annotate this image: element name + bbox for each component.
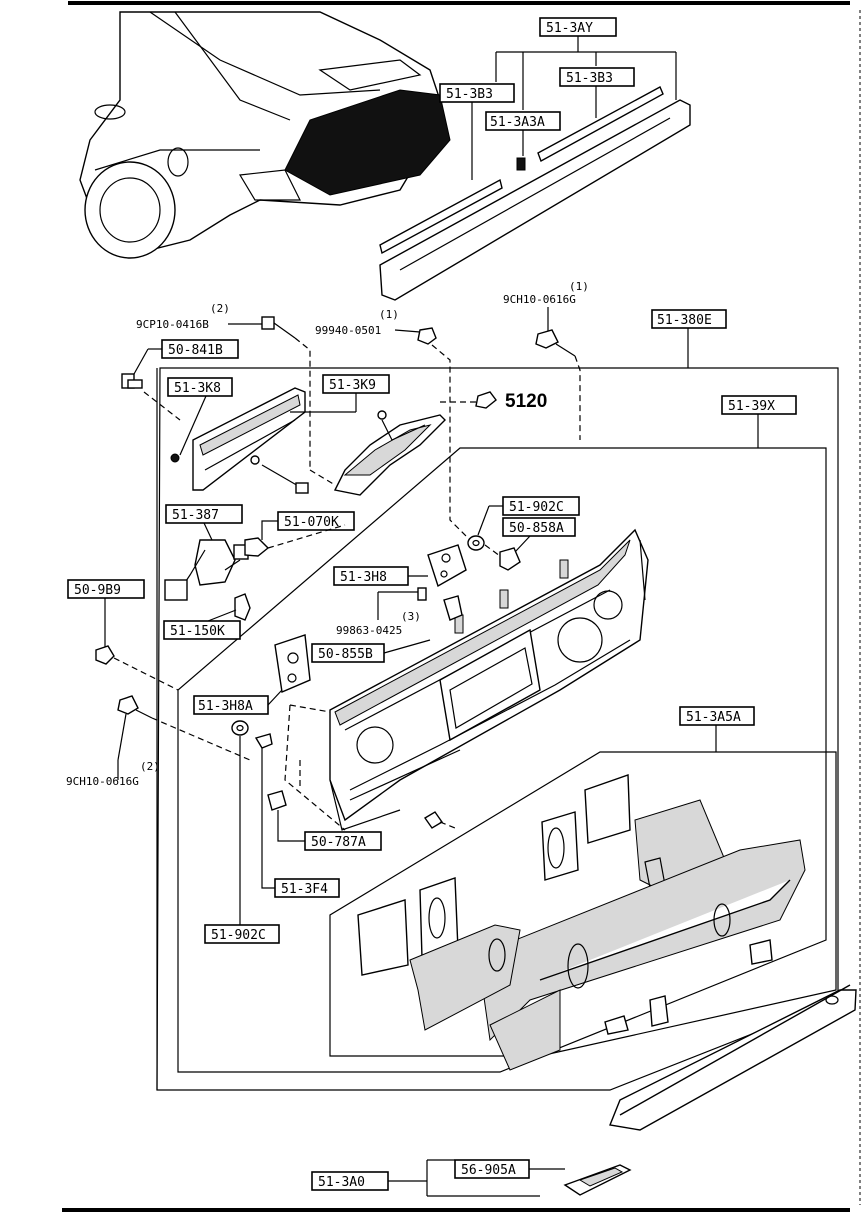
- label-51-3A3A[interactable]: 51-3A3A: [485, 111, 561, 131]
- lamp-socket-harness: [164, 539, 249, 601]
- svg-text:50-787A: 50-787A: [311, 835, 366, 850]
- label-51-3K8[interactable]: 51-3K8: [167, 377, 233, 397]
- clip-icon: [121, 373, 143, 389]
- svg-text:51-3B3: 51-3B3: [566, 71, 613, 86]
- svg-text:50-9B9: 50-9B9: [74, 583, 121, 598]
- label-51-3K9[interactable]: 51-3K9: [322, 374, 390, 394]
- washer-icon: [467, 535, 485, 551]
- tailgate-panel-highlight: [284, 89, 451, 196]
- svg-text:51-902C: 51-902C: [509, 500, 564, 515]
- lower-garnish: [563, 939, 857, 1196]
- svg-text:51-3B3: 51-3B3: [446, 87, 493, 102]
- svg-text:50-855B: 50-855B: [318, 647, 373, 662]
- qty-9CH10-0616G-left: (2): [140, 760, 160, 773]
- svg-text:51-3H8: 51-3H8: [340, 570, 387, 585]
- flange-bolt-icon-2: [117, 695, 153, 719]
- label-51-39X[interactable]: 51-39X: [721, 395, 797, 415]
- part-9CP10-0416B[interactable]: 9CP10-0416B: [136, 318, 209, 331]
- label-50-841B[interactable]: 50-841B: [161, 339, 239, 359]
- bracket-icon: [443, 595, 463, 621]
- label-51-3B3-right[interactable]: 51-3B3: [559, 67, 635, 87]
- part-9CH10-0616G-top[interactable]: 9CH10-0616G: [503, 293, 576, 306]
- tailgate-inner-panel: [329, 528, 649, 831]
- gasket-51-3H8A: [274, 634, 311, 694]
- svg-text:51-3K8: 51-3K8: [174, 381, 221, 396]
- svg-text:51-150K: 51-150K: [170, 624, 225, 639]
- label-51-380E[interactable]: 51-380E: [651, 309, 727, 329]
- label-51-3A5A[interactable]: 51-3A5A: [679, 706, 755, 726]
- label-50-9B9[interactable]: 50-9B9: [67, 579, 145, 599]
- label-51-150K[interactable]: 51-150K: [163, 620, 241, 640]
- svg-text:56-905A: 56-905A: [461, 1163, 516, 1178]
- label-50-787A[interactable]: 50-787A: [304, 831, 382, 851]
- screw-icon: [417, 587, 427, 601]
- svg-text:51-3A5A: 51-3A5A: [686, 710, 741, 725]
- trim-panels: [357, 774, 806, 1071]
- label-51-387[interactable]: 51-387: [165, 504, 243, 524]
- label-56-905A[interactable]: 56-905A: [454, 1159, 530, 1179]
- clip-icon-3: [254, 733, 273, 760]
- svg-text:51-3AY: 51-3AY: [546, 21, 593, 36]
- qty-99940-0501: (1): [379, 308, 399, 321]
- nut-icon: [417, 327, 437, 345]
- reference-5120[interactable]: 5120: [440, 391, 547, 412]
- grommet-icon: [423, 811, 444, 829]
- svg-text:51-3K9: 51-3K9: [329, 378, 376, 393]
- svg-text:51-902C: 51-902C: [211, 928, 266, 943]
- bolt-icon: [261, 316, 296, 339]
- qty-9CH10-0616G-top: (1): [569, 280, 589, 293]
- label-51-3AY[interactable]: 51-3AY: [539, 17, 617, 37]
- clip-icon-4: [267, 790, 287, 811]
- svg-text:50-858A: 50-858A: [509, 521, 564, 536]
- svg-text:5120: 5120: [505, 391, 547, 412]
- label-51-902C-bottom[interactable]: 51-902C: [204, 924, 280, 944]
- label-51-3B3-left[interactable]: 51-3B3: [439, 83, 515, 103]
- washer-icon-2: [231, 720, 249, 736]
- svg-text:51-39X: 51-39X: [728, 399, 775, 414]
- car-rear-illustration: [79, 11, 451, 259]
- label-51-3F4[interactable]: 51-3F4: [274, 878, 340, 898]
- svg-text:51-070K: 51-070K: [284, 515, 339, 530]
- svg-text:51-3A0: 51-3A0: [318, 1175, 365, 1190]
- svg-text:50-841B: 50-841B: [168, 343, 223, 358]
- label-51-3H8A[interactable]: 51-3H8A: [193, 695, 269, 715]
- svg-text:51-3F4: 51-3F4: [281, 882, 328, 897]
- part-99863-0425[interactable]: 99863-0425: [336, 624, 402, 637]
- label-51-902C-top[interactable]: 51-902C: [502, 496, 580, 516]
- qty-9CP10-0416B: (2): [210, 302, 230, 315]
- part-99940-0501[interactable]: 99940-0501: [315, 324, 381, 337]
- license-lamp-unit: [333, 410, 446, 496]
- bulb-icon-2: [234, 593, 251, 621]
- label-51-3A0[interactable]: 51-3A0: [311, 1171, 389, 1191]
- label-50-855B[interactable]: 50-855B: [311, 643, 385, 663]
- svg-text:51-3A3A: 51-3A3A: [490, 115, 545, 130]
- part-9CH10-0616G-left[interactable]: 9CH10-0616G: [66, 775, 139, 788]
- svg-text:51-387: 51-387: [172, 508, 219, 523]
- rear-spoiler-molding: [379, 86, 691, 301]
- svg-text:51-3H8A: 51-3H8A: [198, 699, 253, 714]
- label-51-3H8[interactable]: 51-3H8: [333, 566, 409, 586]
- bulb-icon: [244, 537, 270, 557]
- flange-bolt-icon: [535, 329, 576, 357]
- label-50-858A[interactable]: 50-858A: [502, 517, 576, 537]
- clip-icon-2: [499, 547, 521, 571]
- gasket-51-3H8: [427, 544, 467, 588]
- nut-icon-2: [95, 645, 115, 665]
- plate-bracket: [170, 387, 306, 491]
- label-51-070K[interactable]: 51-070K: [277, 511, 355, 531]
- qty-99863-0425: (3): [401, 610, 421, 623]
- svg-text:51-380E: 51-380E: [657, 313, 712, 328]
